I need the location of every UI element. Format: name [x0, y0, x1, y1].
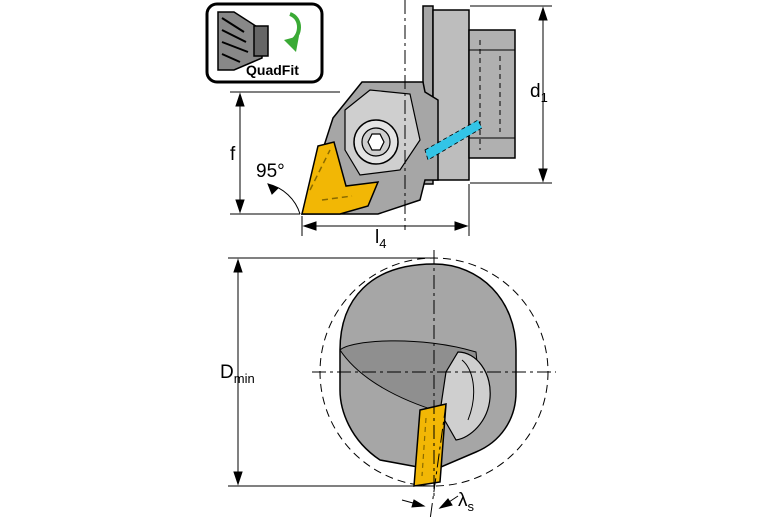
label-dmin: Dmin [220, 362, 255, 386]
label-lambda-s: λs [458, 490, 475, 514]
holder-side-view [300, 0, 516, 230]
label-f: f [230, 144, 236, 165]
clamp-screw [353, 119, 399, 165]
label-d1: d1 [530, 81, 548, 105]
insert-front [413, 403, 447, 487]
dimension-lines-top [230, 5, 552, 236]
coupling-icon [217, 11, 269, 71]
quadfit-badge: QuadFit [205, 2, 324, 84]
coolant-channel [424, 119, 483, 161]
rotate-arrow-icon [284, 12, 301, 52]
bore-front-view [312, 250, 556, 521]
label-l4: l4 [375, 227, 386, 251]
badge-label: QuadFit [246, 62, 299, 78]
insert-top [301, 141, 380, 215]
dimension-lines-front [228, 257, 459, 509]
label-angle: 95° [256, 161, 285, 182]
